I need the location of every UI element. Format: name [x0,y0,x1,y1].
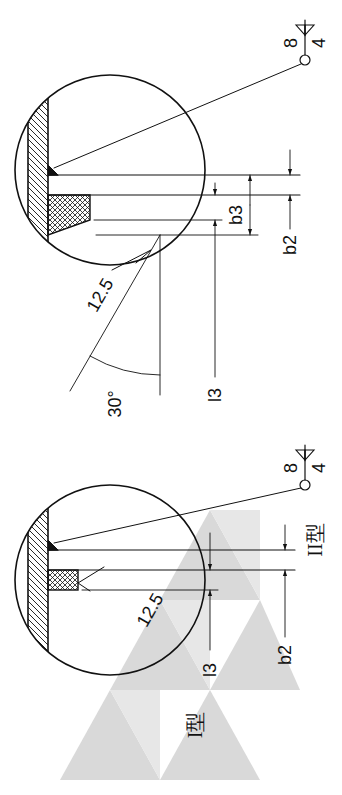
type-i-section [28,465,78,695]
angle-dimension: 30° [106,390,124,417]
type-label: I型 [185,712,205,739]
weld-size: 8 [282,38,300,48]
dimension-label: l3 [206,388,224,402]
weld-size: 8 [282,463,300,473]
dimension-label: b2 [276,645,294,665]
type-label: II型 [305,523,325,556]
weld-size: 4 [310,463,328,473]
roughness-value: 12.5 [83,275,116,314]
weld-size: 4 [310,38,328,48]
dimension-label: l3 [201,663,219,677]
dimension-label: b3 [227,205,245,225]
dimension-label: b2 [281,235,299,255]
detail-circle [15,75,205,265]
detail-circle [15,485,205,675]
roughness-value: 12.5 [133,590,166,629]
